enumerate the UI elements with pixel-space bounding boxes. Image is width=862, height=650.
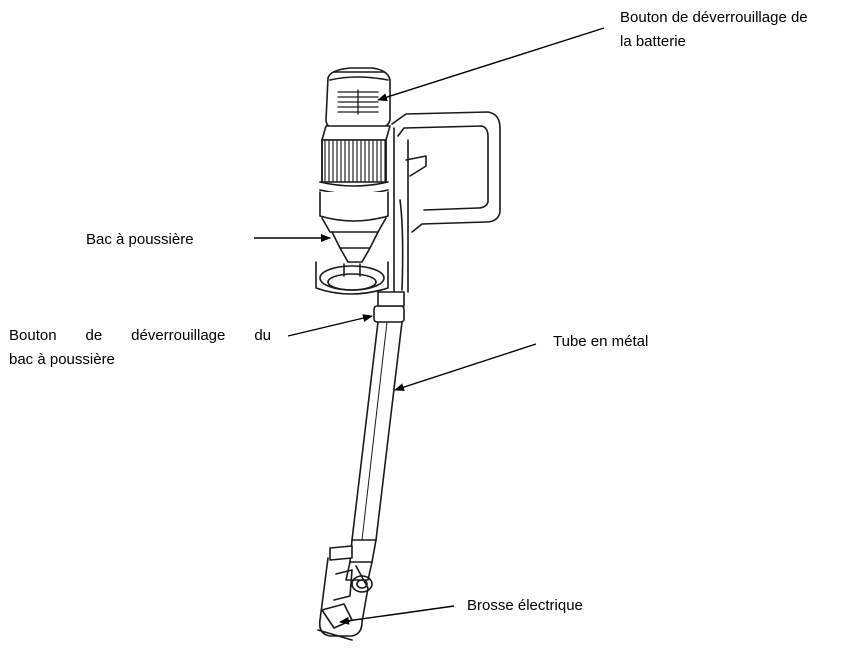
label-battery-release-line1: Bouton de déverrouillage de xyxy=(620,9,808,26)
label-electric-brush-text: Brosse électrique xyxy=(467,597,583,614)
leader-dust-bin-release xyxy=(287,314,373,337)
dust-bin-release-button xyxy=(373,291,405,323)
label-electric-brush: Brosse électrique xyxy=(467,594,583,618)
metal-tube xyxy=(351,321,403,541)
label-metal-tube: Tube en métal xyxy=(553,330,648,354)
battery-release-vent xyxy=(337,89,379,115)
dust-bin xyxy=(315,191,389,295)
label-dust-bin-release-line2: bac à poussière xyxy=(9,351,115,368)
label-dust-bin-release-line1: Bouton de déverrouillage du xyxy=(9,327,271,344)
label-dust-bin-release: Bouton de déverrouillage du bac à poussi… xyxy=(9,324,271,372)
leader-lines xyxy=(254,27,605,625)
leader-metal-tube xyxy=(394,343,537,392)
vacuum-cleaner-drawing xyxy=(315,67,501,641)
label-battery-release-line2: la batterie xyxy=(620,33,686,50)
motor-housing xyxy=(321,125,391,141)
cyclone-cylinder xyxy=(319,139,389,195)
label-metal-tube-text: Tube en métal xyxy=(553,333,649,350)
label-battery-release: Bouton de déverrouillage de la batterie xyxy=(620,6,808,54)
leader-battery-release xyxy=(377,27,605,102)
leader-electric-brush xyxy=(339,605,455,625)
label-dust-bin: Bac à poussière xyxy=(86,228,194,252)
handle xyxy=(391,111,501,293)
label-dust-bin-text: Bac à poussière xyxy=(86,231,194,248)
